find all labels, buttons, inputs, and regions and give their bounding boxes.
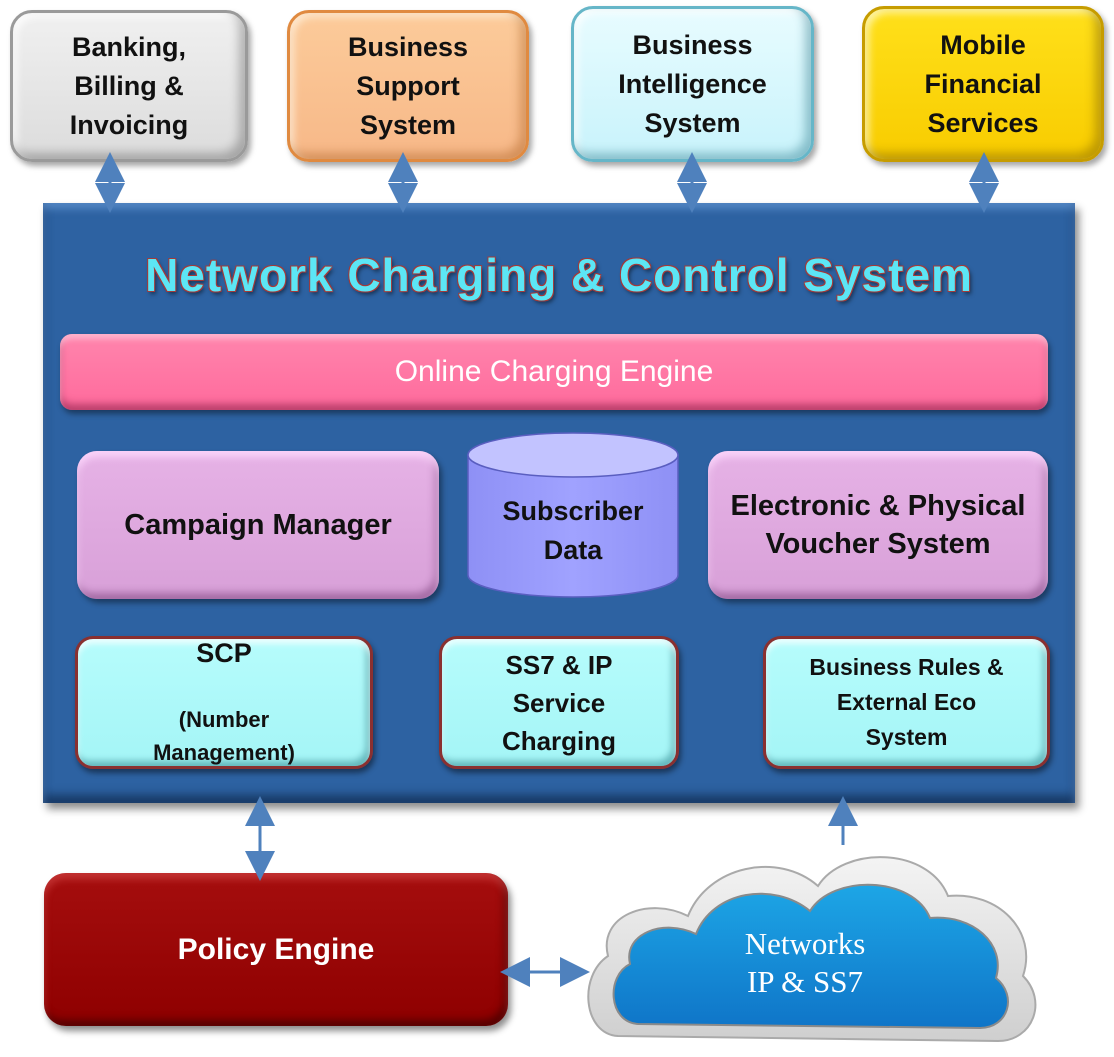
business-rules-box: Business Rules & External Eco System <box>763 636 1050 769</box>
networks-label: Networks IP & SS7 <box>744 926 866 999</box>
ncc-system-title: Network Charging & Control System <box>145 249 973 301</box>
banking-billing-invoicing-box: Banking, Billing & Invoicing <box>10 10 248 162</box>
campaign-manager-box: Campaign Manager <box>77 451 439 599</box>
scp-title: SCP <box>196 637 252 668</box>
online-charging-engine-bar: Online Charging Engine <box>60 334 1048 410</box>
ss7-ip-service-charging-box: SS7 & IP Service Charging <box>439 636 679 769</box>
policy-engine-box: Policy Engine <box>44 873 508 1026</box>
mobile-financial-services-box: Mobile Financial Services <box>862 6 1104 162</box>
subscriber-data-cylinder-icon <box>467 432 679 598</box>
scp-subtitle: (Number Management) <box>153 706 295 765</box>
business-support-system-box: Business Support System <box>287 10 529 162</box>
subscriber-data-label: Subscriber Data <box>502 496 644 565</box>
business-intelligence-system-box: Business Intelligence System <box>571 6 814 162</box>
voucher-system-box: Electronic & Physical Voucher System <box>708 451 1048 599</box>
networks-cloud-icon <box>587 856 1037 1043</box>
scp-box: SCP (Number Management) <box>75 636 373 769</box>
